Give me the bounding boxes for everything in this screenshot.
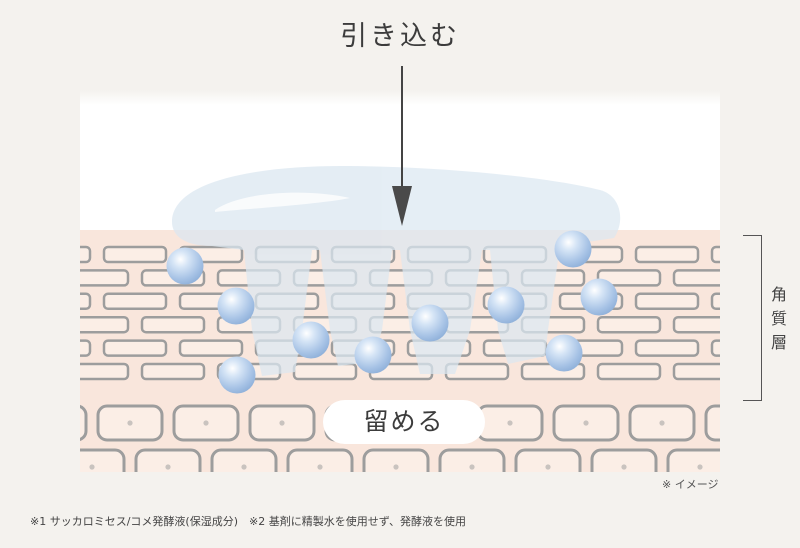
- corneocyte-cell: [596, 315, 662, 334]
- title: 引き込む: [340, 21, 460, 52]
- corneocyte-cell: [0, 317, 52, 332]
- retain-label: 留める: [323, 400, 485, 444]
- stratum-corneum-label: 角 質 層: [770, 285, 787, 352]
- corneocyte-cell: [596, 269, 662, 287]
- corneocyte-cell: [672, 269, 720, 287]
- corneocyte-cell: [0, 341, 14, 356]
- penetration-arrow: [401, 66, 403, 188]
- moisture-sphere: [218, 356, 256, 394]
- moisture-sphere: [554, 230, 592, 268]
- moisture-sphere: [411, 304, 449, 342]
- lower-skin-cell: [628, 404, 696, 442]
- corneocyte-cell: [292, 362, 358, 381]
- corneocyte-cell: [102, 292, 168, 311]
- moisture-sphere: [545, 334, 583, 372]
- corneocyte-cell: [596, 362, 662, 381]
- corneocyte-cell: [80, 339, 92, 357]
- lower-skin-cell: [590, 448, 658, 472]
- moisture-sphere: [217, 287, 255, 325]
- lower-skin-cell: [134, 448, 202, 472]
- lower-skin-cell: [0, 406, 10, 440]
- lower-skin-cell: [96, 404, 164, 442]
- corneocyte-cell: [102, 245, 168, 264]
- lower-skin-cell: [552, 404, 620, 442]
- moisture-sphere: [580, 278, 618, 316]
- penetrating-gel: [172, 166, 621, 376]
- corneocyte-cell: [710, 292, 720, 311]
- moisture-sphere: [354, 336, 392, 374]
- corneocyte-cell: [0, 270, 52, 285]
- lower-skin-cell: [210, 448, 278, 472]
- moisture-spheres: [166, 230, 618, 394]
- lower-skin-cell: [362, 448, 430, 472]
- lower-skin-cell: [248, 404, 316, 442]
- lower-skin-cell: [286, 448, 354, 472]
- footnote: ※1 サッカロミセス/コメ発酵液(保湿成分) ※2 基剤に精製水を使用せず、発酵…: [30, 515, 466, 528]
- moisture-sphere: [292, 321, 330, 359]
- lower-skin-cell: [438, 448, 506, 472]
- moisture-sphere: [166, 247, 204, 285]
- corneocyte-cell: [80, 245, 92, 264]
- corneocyte-cell: [634, 292, 700, 311]
- corneocyte-cell: [80, 269, 130, 287]
- corneocyte-cell: [140, 315, 206, 334]
- lower-skin-cell: [172, 404, 240, 442]
- lower-skin-cell: [0, 450, 48, 484]
- lower-skin-cell: [80, 404, 88, 442]
- corneocyte-cell: [634, 339, 700, 357]
- moisture-sphere: [487, 286, 525, 324]
- corneocyte-cell: [140, 362, 206, 381]
- arrow-head-icon: [392, 186, 412, 226]
- lower-skin-cell: [80, 448, 126, 472]
- corneocyte-cell: [80, 292, 92, 311]
- corneocyte-cell: [80, 362, 130, 381]
- corneocyte-cell: [0, 364, 52, 379]
- lower-skin-cell: [476, 404, 544, 442]
- corneocyte-cell: [0, 294, 14, 309]
- corneocyte-cell: [634, 245, 700, 264]
- corneocyte-cell: [672, 362, 720, 381]
- corneocyte-cell: [80, 315, 130, 334]
- stratum-bracket: [743, 235, 762, 401]
- corneocyte-cell: [102, 339, 168, 357]
- lower-skin-cell: [666, 448, 720, 472]
- corneocyte-cell: [0, 247, 14, 262]
- corneocyte-cell: [710, 245, 720, 264]
- image-note: ※ イメージ: [662, 478, 719, 491]
- corneocyte-cell: [672, 315, 720, 334]
- lower-skin-cell: [704, 404, 720, 442]
- corneocyte-cell: [178, 339, 244, 357]
- lower-skin-cell: [514, 448, 582, 472]
- corneocyte-cell: [710, 339, 720, 357]
